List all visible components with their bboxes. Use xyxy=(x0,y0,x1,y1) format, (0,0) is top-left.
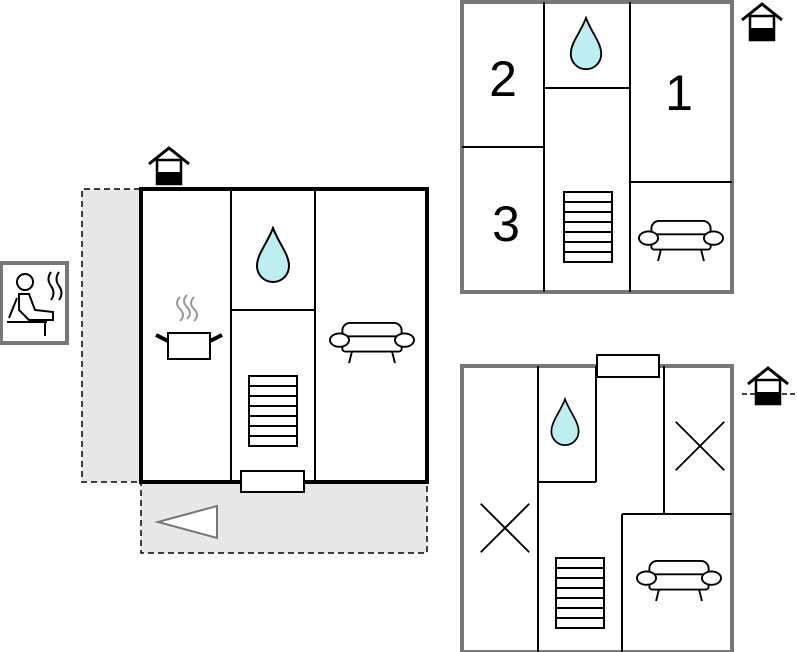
stairs-icon xyxy=(555,557,605,629)
lower-floor-plan xyxy=(460,354,797,652)
room-number-1: 1 xyxy=(665,65,693,121)
window xyxy=(240,470,305,493)
triangle-left-icon xyxy=(154,504,218,540)
upper-floor-plan: 2 1 3 xyxy=(460,0,784,294)
entrance-house-icon xyxy=(740,2,784,42)
window xyxy=(596,354,660,378)
stairs-icon xyxy=(563,191,613,263)
entrance-house-icon xyxy=(746,366,790,406)
entrance-house-icon xyxy=(147,146,191,186)
room-number-3: 3 xyxy=(492,196,520,252)
stairs-icon xyxy=(248,375,298,447)
room-number-2: 2 xyxy=(489,51,517,107)
terrace-left xyxy=(81,188,140,483)
ground-floor-plan xyxy=(0,146,429,554)
